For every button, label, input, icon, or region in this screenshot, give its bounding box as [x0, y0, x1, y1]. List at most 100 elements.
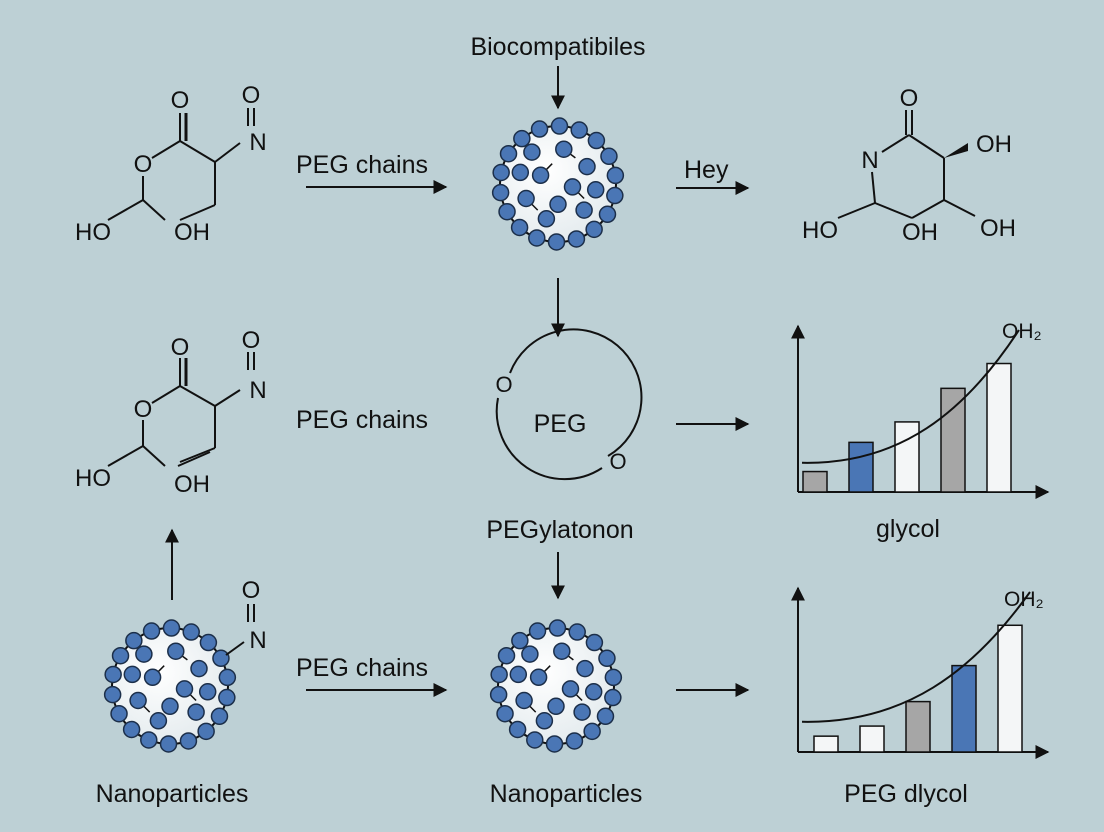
peg-bead: [545, 735, 564, 753]
peg-bead: [511, 163, 530, 182]
peg-bead: [598, 649, 616, 668]
atom-label: HO: [75, 465, 111, 492]
atom-label: O: [242, 82, 261, 109]
peg-bead: [199, 633, 218, 652]
nanoparticles-label-center: Nanoparticles: [490, 780, 643, 808]
peg-bead: [553, 642, 571, 660]
peg-bead: [567, 230, 586, 248]
peg-bead: [149, 712, 168, 730]
peg-bead: [489, 685, 508, 704]
atom-label: OH: [980, 215, 1016, 242]
peg-bead: [143, 668, 162, 687]
peg-bead: [530, 120, 549, 138]
peg-bead: [492, 163, 510, 182]
peg-bead: [550, 117, 569, 135]
pegylation-label: PEGylatonon: [486, 516, 633, 544]
bar: [940, 387, 966, 493]
peg-beads: [103, 619, 237, 753]
trend-curve: [801, 591, 1031, 723]
atom-label: O: [242, 327, 261, 354]
bar: [813, 735, 839, 753]
peg-bead: [122, 720, 141, 739]
atom-label: O: [171, 334, 190, 361]
peg-bead: [606, 186, 624, 205]
atom-label: N: [861, 147, 878, 174]
peg-bead: [529, 668, 548, 687]
peg-bead: [547, 697, 565, 716]
peg-ring: [495, 328, 643, 481]
atom-label: O: [171, 87, 190, 114]
peg-bead: [583, 722, 601, 741]
bar: [951, 664, 977, 753]
peg-bead: [576, 659, 594, 678]
peg-bead: [517, 189, 535, 208]
nanoparticles-label-left: Nanoparticles: [96, 780, 249, 808]
peg-bead: [104, 665, 122, 684]
peg-bead: [570, 121, 588, 139]
peg-bead: [218, 668, 237, 687]
peg-bead: [111, 646, 130, 665]
peg-bead: [123, 665, 142, 684]
peg-bead: [548, 619, 567, 637]
peg-bead: [531, 166, 550, 185]
peg-bead: [182, 623, 200, 641]
peg-bead: [585, 220, 603, 239]
peg-bead: [496, 704, 514, 723]
hey-label: Hey: [684, 156, 729, 184]
atom-label: OH: [976, 131, 1012, 158]
peg-bead: [549, 195, 567, 214]
peg-bead: [510, 218, 529, 237]
molecule-top-right: [837, 110, 976, 219]
atom-label: O: [242, 577, 261, 604]
nitro-group: [225, 604, 255, 656]
peg-bead: [598, 205, 617, 224]
peg-bead: [499, 144, 518, 163]
oh2-label: OH₂: [1004, 588, 1044, 611]
bar: [802, 470, 828, 493]
peg-bead: [515, 691, 533, 710]
bar: [848, 441, 874, 493]
bar-chart-glycol: [791, 324, 1050, 499]
peg-bead: [526, 731, 544, 749]
peg-bead: [198, 683, 217, 701]
nanoparticle-bottom-left: [103, 619, 237, 753]
peg-bead: [129, 691, 147, 710]
atom-label: N: [249, 129, 266, 156]
peg-bead: [210, 707, 229, 726]
atom-label: N: [249, 627, 266, 654]
biocompatibiles-label: Biocompatibiles: [470, 33, 645, 61]
peg-bead: [596, 707, 615, 726]
atom-label: HO: [802, 217, 838, 244]
peg-bead: [110, 704, 128, 723]
peg-bead: [161, 697, 179, 716]
peg-bead: [604, 668, 623, 687]
bar: [997, 624, 1023, 753]
peg-bead: [190, 659, 208, 678]
bar: [905, 700, 931, 753]
peg-bead: [537, 210, 556, 228]
peg-chains-label-top: PEG chains: [296, 151, 428, 179]
peg-bead: [585, 633, 604, 652]
peg-bead: [511, 631, 529, 650]
peg-bead: [135, 645, 153, 663]
peg-bead: [565, 732, 584, 750]
atom-label: O: [134, 396, 153, 423]
peg-bead: [187, 703, 205, 721]
peg-chains-label-middle: PEG chains: [296, 406, 428, 434]
peg-bead: [218, 688, 236, 707]
peg-bead: [587, 131, 606, 150]
peg-ring-label: PEG: [534, 410, 587, 438]
atom-label: OH: [174, 471, 210, 498]
atom-label: O: [134, 151, 153, 178]
peg-bead: [523, 143, 541, 161]
peg-chains-label-bottom: PEG chains: [296, 654, 428, 682]
peg-bead: [175, 680, 194, 698]
peg-bead: [521, 645, 539, 663]
bar-chart-peg-glycol: [791, 586, 1050, 759]
peg-bead: [167, 642, 185, 660]
peg-bead: [604, 688, 622, 707]
nanoparticle-bottom-center: [489, 619, 623, 753]
peg-bead: [555, 140, 573, 158]
peg-bead: [103, 685, 122, 704]
